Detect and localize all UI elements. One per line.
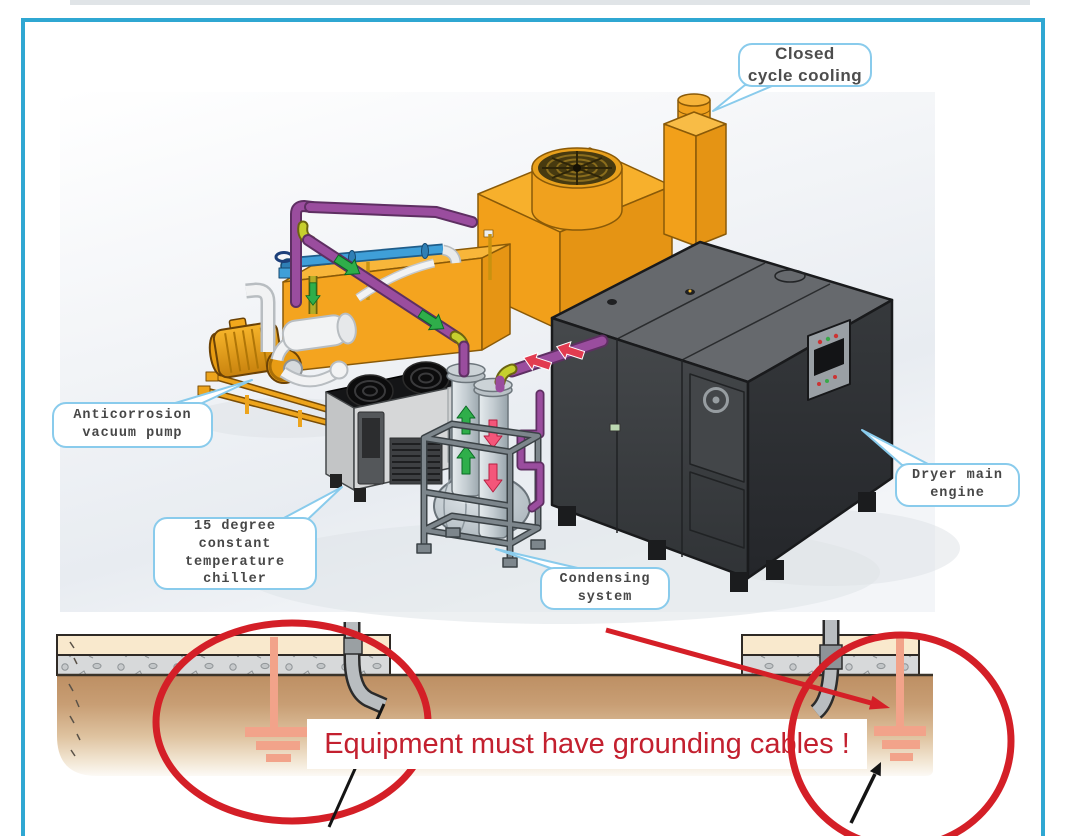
dryer-return-pipe [507, 336, 607, 376]
tower-fan-icon [538, 151, 616, 185]
warning-text: Equipment must have grounding cables ! [324, 728, 850, 760]
pipe-network [290, 199, 609, 393]
control-panel-graphic [807, 319, 851, 401]
top-header-pipe [306, 203, 476, 226]
dryer-main-engine-graphic [550, 240, 894, 592]
orange-tank-graphic [274, 234, 511, 373]
callout-closed-cycle-cooling: Closed cycle cooling [738, 43, 872, 87]
callout-constant-temp-chiller: 15 degree constant temperature chiller [153, 517, 317, 590]
dryer-feet [558, 492, 876, 592]
callout-dryer-main-engine: Dryer main engine [895, 463, 1020, 507]
white-hose [356, 260, 435, 301]
door-handle-icon [703, 387, 729, 413]
condenser-cylinder-pink [473, 377, 513, 539]
callout-label: Dryer main engine [911, 468, 1003, 501]
vacuum-pump-graphic [197, 282, 465, 433]
grounding-annotations: Equipment must have grounding cables ! [152, 619, 1015, 836]
condenser-frame [416, 420, 546, 568]
chiller-vent-grid [389, 437, 443, 485]
top-hatch [774, 269, 806, 283]
red-arrow [605, 627, 890, 710]
callout-label: Closed cycle cooling [747, 43, 863, 85]
soil-texture [68, 641, 81, 757]
callout-condensing-system: Condensing system [540, 567, 670, 610]
grounding-symbol-right [874, 637, 926, 761]
warning-banner [307, 719, 867, 769]
white-piping [245, 282, 357, 388]
page-border-frame [21, 18, 1045, 836]
concrete-layer-left [56, 654, 391, 676]
black-arrow [849, 762, 881, 824]
callout-label: Anticorrosion vacuum pump [73, 408, 192, 441]
callout-anticorrosion-vacuum-pump: Anticorrosion vacuum pump [52, 402, 213, 448]
grounding-symbol-left [245, 637, 311, 762]
top-edge-artifact [70, 0, 1030, 5]
callout-label: 15 degree constant temperature chiller [184, 519, 286, 588]
closed-cooling-box-graphic [663, 93, 727, 247]
callout-label: Condensing system [559, 571, 651, 605]
red-highlight-ellipse-right [787, 631, 1015, 836]
conduit-left [343, 622, 388, 714]
dryer-door [689, 373, 745, 483]
